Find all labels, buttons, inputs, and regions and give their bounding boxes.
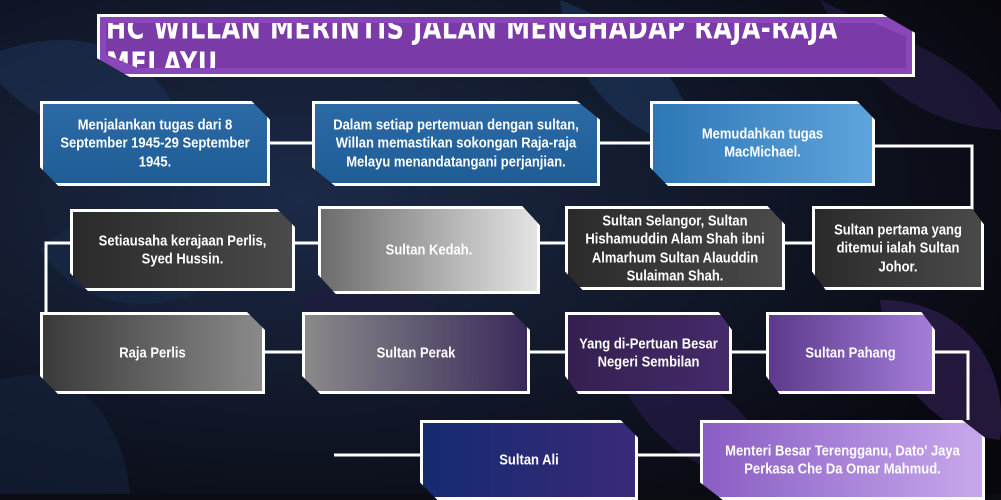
node-sokongan-raja-text: Dalam setiap pertemuan dengan sultan, Wi…: [333, 116, 579, 170]
node-setiausaha-perlis: Setiausaha kerajaan Perlis, Syed Hussin.: [70, 209, 295, 291]
node-sultan-perak: Sultan Perak: [302, 312, 530, 394]
page-title: HC WILLAN MERINTIS JALAN MENGHADAP RAJA-…: [106, 10, 838, 81]
node-negeri-sembilan: Yang di-Pertuan Besar Negeri Sembilan: [565, 312, 732, 394]
node-sultan-selangor: Sultan Selangor, Sultan Hishamuddin Alam…: [565, 206, 785, 290]
node-sultan-johor-text: Sultan pertama yang ditemui ialah Sultan…: [834, 220, 962, 274]
node-sultan-ali-text: Sultan Ali: [499, 450, 559, 468]
node-sultan-selangor-text: Sultan Selangor, Sultan Hishamuddin Alam…: [585, 211, 765, 283]
node-sokongan-raja: Dalam setiap pertemuan dengan sultan, Wi…: [312, 101, 600, 186]
node-sultan-perak-text: Sultan Perak: [376, 343, 456, 361]
node-sultan-pahang: Sultan Pahang: [766, 312, 935, 394]
node-sultan-pahang-text: Sultan Pahang: [805, 343, 896, 361]
node-sultan-johor: Sultan pertama yang ditemui ialah Sultan…: [812, 206, 984, 290]
node-tempoh-tugas: Menjalankan tugas dari 8 September 1945-…: [40, 101, 270, 186]
node-tugas-macmichael: Memudahkan tugas MacMichael.: [650, 101, 875, 186]
node-raja-perlis-text: Raja Perlis: [119, 343, 186, 361]
node-raja-perlis: Raja Perlis: [40, 312, 265, 394]
title-banner: HC WILLAN MERINTIS JALAN MENGHADAP RAJA-…: [97, 14, 915, 77]
node-menteri-besar-terengganu-text: Menteri Besar Terengganu, Dato' Jaya Per…: [725, 441, 960, 477]
node-tugas-macmichael-text: Memudahkan tugas MacMichael.: [701, 125, 824, 161]
node-tempoh-tugas-text: Menjalankan tugas dari 8 September 1945-…: [60, 116, 250, 170]
node-sultan-kedah: Sultan Kedah.: [318, 206, 540, 294]
node-sultan-kedah-text: Sultan Kedah.: [385, 240, 473, 258]
node-menteri-besar-terengganu: Menteri Besar Terengganu, Dato' Jaya Per…: [700, 420, 985, 500]
node-negeri-sembilan-text: Yang di-Pertuan Besar Negeri Sembilan: [579, 334, 718, 370]
node-sultan-ali: Sultan Ali: [420, 420, 638, 500]
node-setiausaha-perlis-text: Setiausaha kerajaan Perlis, Syed Hussin.: [98, 231, 267, 267]
